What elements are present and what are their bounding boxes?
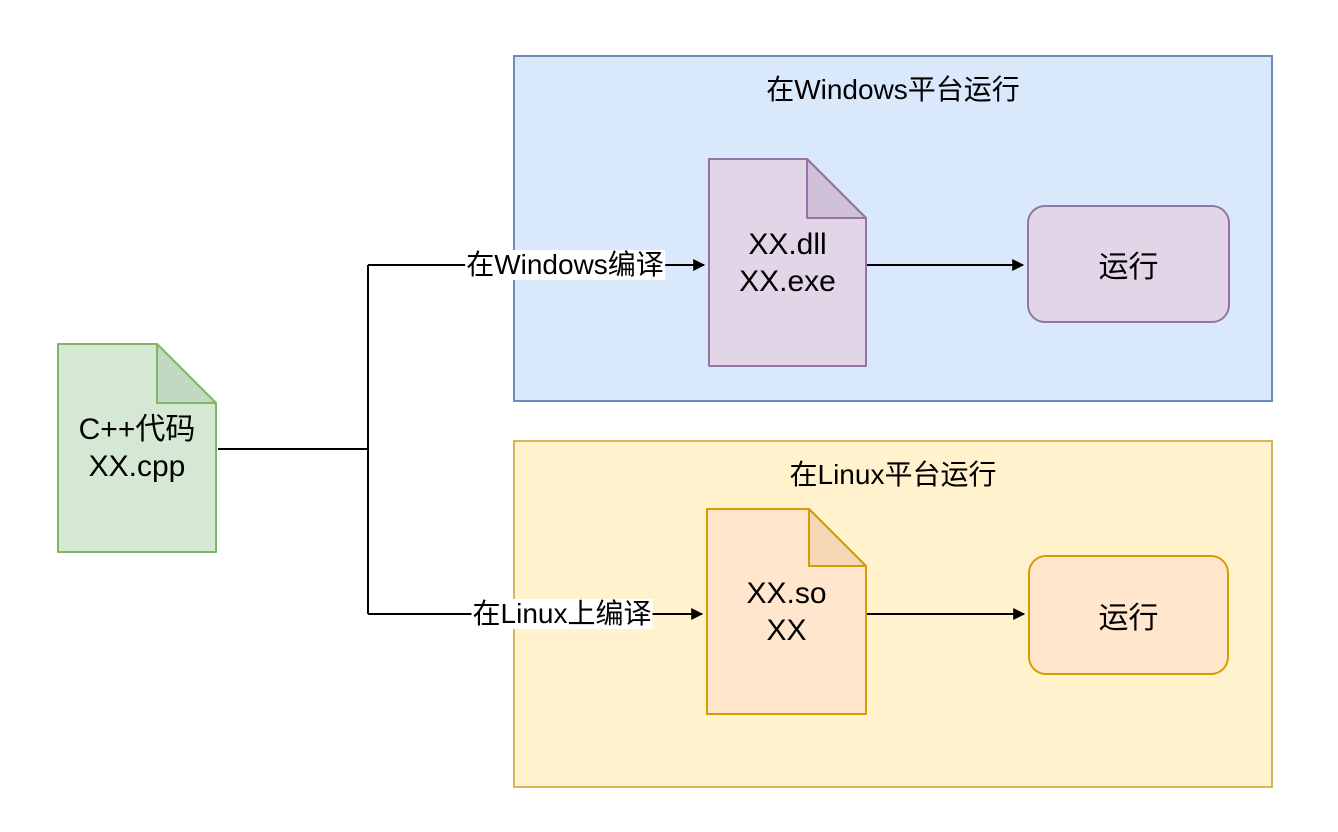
document-shape-icon [708,158,867,367]
windows-artifact-line1: XX.dll [748,227,827,261]
linux-compile-edge-label: 在Linux上编译 [471,598,653,629]
linux-artifact-document-node: XX.so XX [706,508,867,715]
linux-run-label: 运行 [1098,602,1159,635]
document-shape-icon [706,508,867,715]
windows-run-node: 运行 [1027,205,1230,323]
linux-artifact-line2: XX [766,613,807,647]
windows-artifact-label: XX.dll XX.exe [708,158,867,367]
linux-artifact-line1: XX.so [746,576,827,610]
source-doc-line1: C++代码 [78,413,196,446]
source-code-document-node: C++代码 XX.cpp [57,343,217,553]
windows-compile-edge-label: 在Windows编译 [465,249,665,280]
linux-run-node: 运行 [1028,555,1229,675]
windows-run-label: 运行 [1098,251,1159,284]
windows-artifact-line2: XX.exe [739,264,836,298]
linux-container-title: 在Linux平台运行 [789,459,997,490]
windows-container-title: 在Windows平台运行 [766,74,1020,105]
source-doc-label: C++代码 XX.cpp [57,343,217,553]
document-shape-icon [57,343,217,553]
windows-artifact-document-node: XX.dll XX.exe [708,158,867,367]
source-doc-line2: XX.cpp [88,450,186,483]
linux-artifact-label: XX.so XX [706,508,867,715]
